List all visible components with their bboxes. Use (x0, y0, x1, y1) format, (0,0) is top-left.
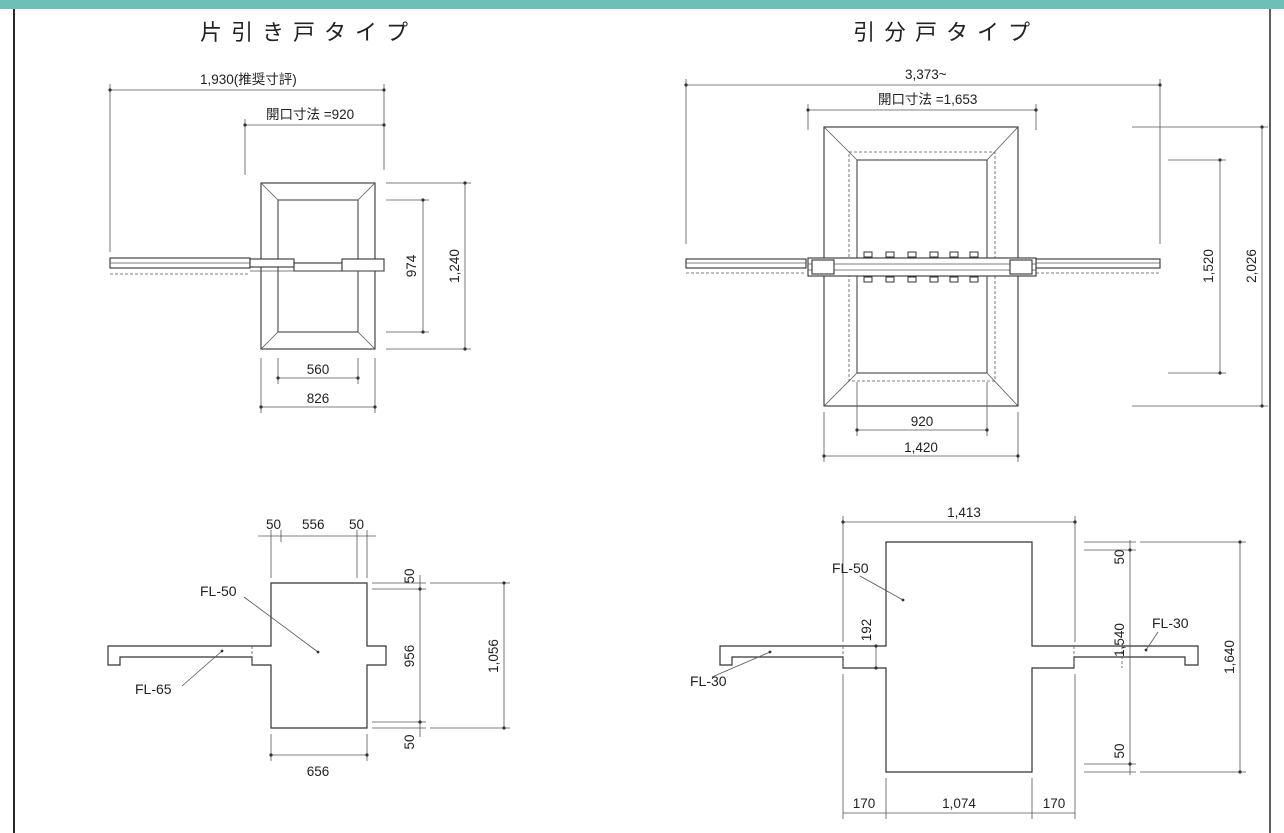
right-plan-outer-width: 1,420 (904, 440, 938, 455)
left-plan-inner-width: 560 (307, 362, 330, 377)
left-section-right-pad: 50 (349, 517, 364, 532)
left-section-inner: 956 (402, 645, 417, 668)
right-section-view: 1,413 192 50 1,540 50 1,640 170 1,074 17… (690, 505, 1246, 819)
left-section-bottom-pad: 50 (402, 734, 417, 749)
right-plan-view: 3,373~ 開口寸法 =1,653 (684, 67, 1268, 462)
right-section-top-width: 1,413 (947, 505, 981, 520)
left-plan-outer-height: 1,240 (447, 249, 462, 283)
right-plan-outer-height: 2,026 (1244, 249, 1259, 283)
left-plan-overall-dim: 1,930(推奨寸評) (200, 72, 297, 87)
right-section-label-pit: FL-50 (832, 560, 869, 576)
right-section-right-pad: 170 (1043, 796, 1066, 811)
left-title: 片引き戸タイプ (200, 21, 417, 46)
right-section-inner: 1,540 (1112, 623, 1127, 657)
right-section-bottom-pad: 50 (1112, 743, 1127, 758)
right-section-label-rail-right: FL-30 (1152, 615, 1189, 631)
right-title: 引分戸タイプ (853, 21, 1039, 46)
left-section-center: 556 (302, 517, 325, 532)
right-section-overall: 1,640 (1222, 640, 1237, 674)
right-plan-inner-width: 920 (911, 414, 934, 429)
top-color-band (0, 0, 1284, 9)
right-plan-inner-height: 1,520 (1201, 249, 1216, 283)
left-section-overall: 1,056 (486, 639, 501, 673)
left-section-view: 50 556 50 50 956 50 1,056 656 FL-50 FL-6… (107, 517, 510, 779)
right-section-label-rail-left: FL-30 (690, 673, 727, 689)
right-section-top-pad: 50 (1112, 549, 1127, 564)
left-section-top-pad: 50 (402, 568, 417, 583)
right-section-step: 192 (859, 619, 874, 642)
left-plan-view: 1,930(推奨寸評) 開口寸法 =920 974 1,240 (108, 72, 471, 413)
left-plan-opening-dim: 開口寸法 =920 (266, 107, 354, 122)
left-plan-outer-width: 826 (307, 391, 330, 406)
left-section-label-pit: FL-50 (200, 583, 237, 599)
right-plan-overall-dim: 3,373~ (905, 67, 947, 82)
left-section-bottom-width: 656 (307, 764, 330, 779)
left-section-left-pad: 50 (266, 517, 281, 532)
right-plan-opening-dim: 開口寸法 =1,653 (878, 92, 977, 107)
left-plan-inner-height: 974 (404, 254, 419, 277)
left-section-label-rail: FL-65 (135, 681, 172, 697)
right-section-center: 1,074 (942, 796, 976, 811)
right-section-left-pad: 170 (853, 796, 876, 811)
